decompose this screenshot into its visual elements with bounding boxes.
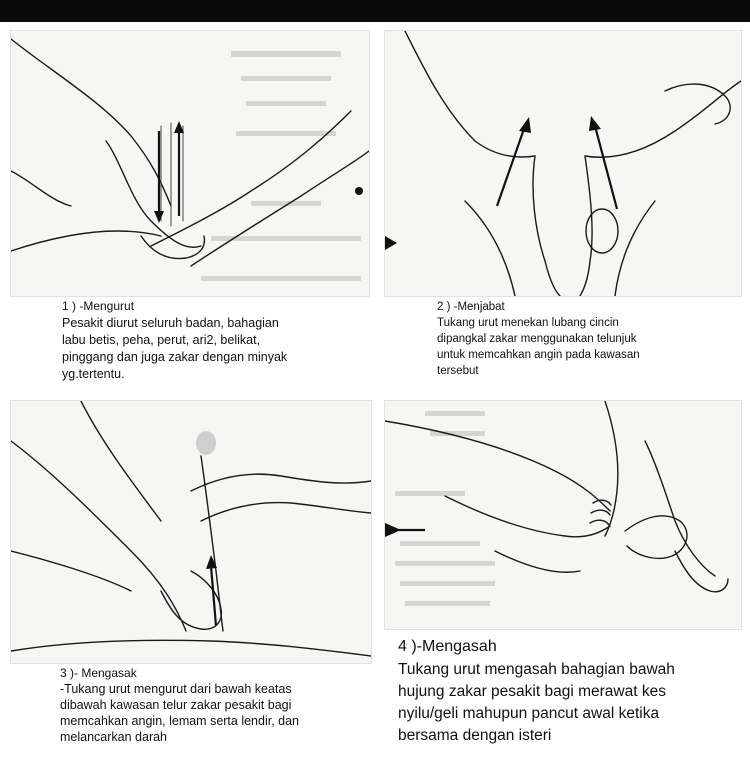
illustration-mengasak [10,400,372,664]
illustration-menjabat [384,30,742,297]
step-description: Tukang urut mengasah bahagian bawah huju… [398,661,675,744]
caption-mengasah: 4 )-Mengasah Tukang urut mengasah bahagi… [398,637,738,747]
top-bar [0,0,750,22]
caption-mengasak: 3 )- Mengasak -Tukang urut mengurut dari… [60,666,370,745]
illustration-mengasah-drawing [385,401,729,606]
step-description: Pesakit diurut seluruh badan, bahagian l… [62,316,288,381]
illustration-mengasak-drawing [11,401,371,657]
step-description: -Tukang urut mengurut dari bawah keatas … [60,682,300,744]
illustration-mengurut [10,30,370,297]
step-title: 2 ) -Menjabat [437,301,505,313]
step-title: 1 ) -Mengurut [62,299,135,313]
step-title: 3 )- Mengasak [60,666,137,680]
caption-menjabat: 2 ) -Menjabat Tukang urut menekan lubang… [437,301,737,379]
step-description: Tukang urut menekan lubang cincin dipang… [437,317,640,377]
caption-mengurut: 1 ) -Mengurut Pesakit diurut seluruh bad… [62,299,362,383]
illustration-mengurut-drawing [11,38,369,281]
illustration-menjabat-drawing [385,31,741,296]
step-title: 4 )-Mengasah [398,638,497,655]
illustration-mengasah [384,400,742,630]
